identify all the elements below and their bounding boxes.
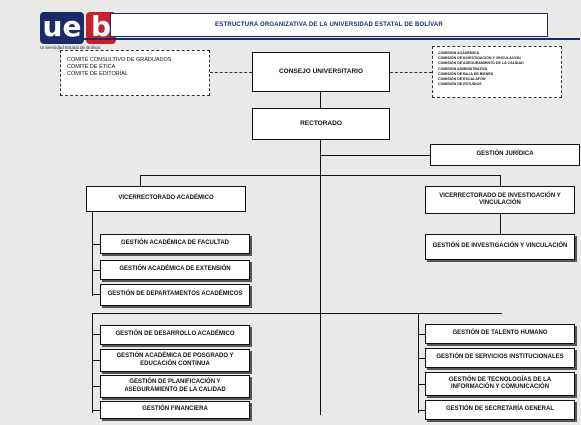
logo-subtitle: Universidad Estatal de Bolívar	[40, 45, 101, 50]
legal-box: GESTIÓN JURÍDICA	[430, 144, 580, 166]
background-ghost-text	[150, 90, 161, 135]
committees-box: COMITÉ CONSULTIVO DE GRADUADOS COMITÉ DE…	[60, 50, 210, 96]
commission-item: COMISIÓN ACADÉMICA	[438, 51, 479, 55]
connector-right-1	[418, 358, 425, 360]
connector-left-0	[92, 334, 100, 336]
connector-right-2	[418, 384, 425, 386]
support-box-left: GESTIÓN DE DESARROLLO ACADÉMICO	[100, 325, 250, 345]
connector-research-unit	[500, 214, 502, 234]
support-box-right: GESTIÓN DE TALENTO HUMANO	[425, 324, 575, 344]
vr-research-box: VICERRECTORADO DE INVESTIGACIÓN Y VINCUL…	[425, 186, 575, 214]
connector-unit-1	[92, 270, 100, 272]
academic-unit-box: GESTIÓN ACADÉMICA DE FACULTAD	[100, 234, 250, 254]
connector-unit-0	[92, 244, 100, 246]
connector-left-3	[92, 410, 100, 412]
connector-left-support	[92, 313, 94, 413]
committee-item: COMITÉ CONSULTIVO DE GRADUADOS	[67, 57, 172, 63]
commission-item: COMISIÓN DE BAJA DE BIENES	[438, 71, 494, 76]
connector-legal	[320, 155, 430, 157]
connector-support	[92, 313, 502, 315]
support-box-right: GESTIÓN DE SERVICIOS INSTITUCIONALES	[425, 348, 575, 368]
research-unit-box: GESTIÓN DE INVESTIGACIÓN Y VINCULACIÓN	[425, 234, 575, 260]
connector-council-rectorate	[320, 92, 322, 108]
connector-unit-2	[92, 294, 100, 296]
commissions-connector	[390, 72, 432, 73]
connector-left-2	[92, 386, 100, 388]
connector-vr-academic	[140, 175, 142, 186]
council-box: CONSEJO UNIVERSITARIO	[252, 52, 390, 92]
header-rule	[40, 38, 580, 40]
connector-vicerrectorates	[140, 175, 501, 177]
support-box-right: GESTIÓN DE SECRETARÍA GENERAL	[425, 400, 575, 420]
support-box-left: GESTIÓN FINANCIERA	[100, 401, 250, 419]
commission-item: COMISIÓN DE ESCALAFÓN	[438, 77, 486, 82]
commissions-box: COMISIÓN ACADÉMICA COMISIÓN DE INVESTIGA…	[432, 46, 562, 98]
commission-item: COMISIÓN DE ASEGURAMIENTO DE LA CALIDAD	[438, 61, 524, 66]
support-box-left: GESTIÓN ACADÉMICA DE POSGRADO Y EDUCACIÓ…	[100, 349, 250, 372]
support-box-right: GESTIÓN DE TECNOLOGÍAS DE LA INFORMACIÓN…	[425, 372, 575, 396]
spine-connector	[320, 140, 322, 415]
commission-item: COMISIÓN DE INVESTIGACIÓN Y VINCULACIÓN	[438, 56, 521, 61]
connector-academic-units	[92, 212, 94, 296]
academic-unit-box: GESTIÓN DE DEPARTAMENTOS ACADÉMICOS	[100, 284, 250, 306]
commission-item: COMISIÓN DE ESTUDIOS	[438, 82, 482, 87]
chart-title: ESTRUCTURA ORGANIZATIVA DE LA UNIVERSIDA…	[110, 13, 548, 37]
connector-right-0	[418, 334, 425, 336]
committee-item: COMITÉ DE ÉTICA	[67, 64, 116, 71]
support-box-left: GESTIÓN DE PLANIFICACIÓN Y ASEGURAMIENTO…	[100, 375, 250, 398]
connector-right-support	[418, 313, 420, 413]
connector-right-3	[418, 410, 425, 412]
connector-vr-research	[500, 175, 502, 186]
committee-item: COMITÉ DE EDITORIAL	[67, 71, 129, 78]
rectorate-box: RECTORADO	[252, 108, 390, 140]
vr-academic-box: VICERRECTORADO ACADÉMICO	[86, 186, 246, 212]
commission-item: COMISIÓN ADMINISTRATIVA	[438, 66, 488, 71]
committees-connector	[210, 72, 252, 73]
connector-left-1	[92, 360, 100, 362]
academic-unit-box: GESTIÓN ACADÉMICA DE EXTENSIÓN	[100, 260, 250, 280]
